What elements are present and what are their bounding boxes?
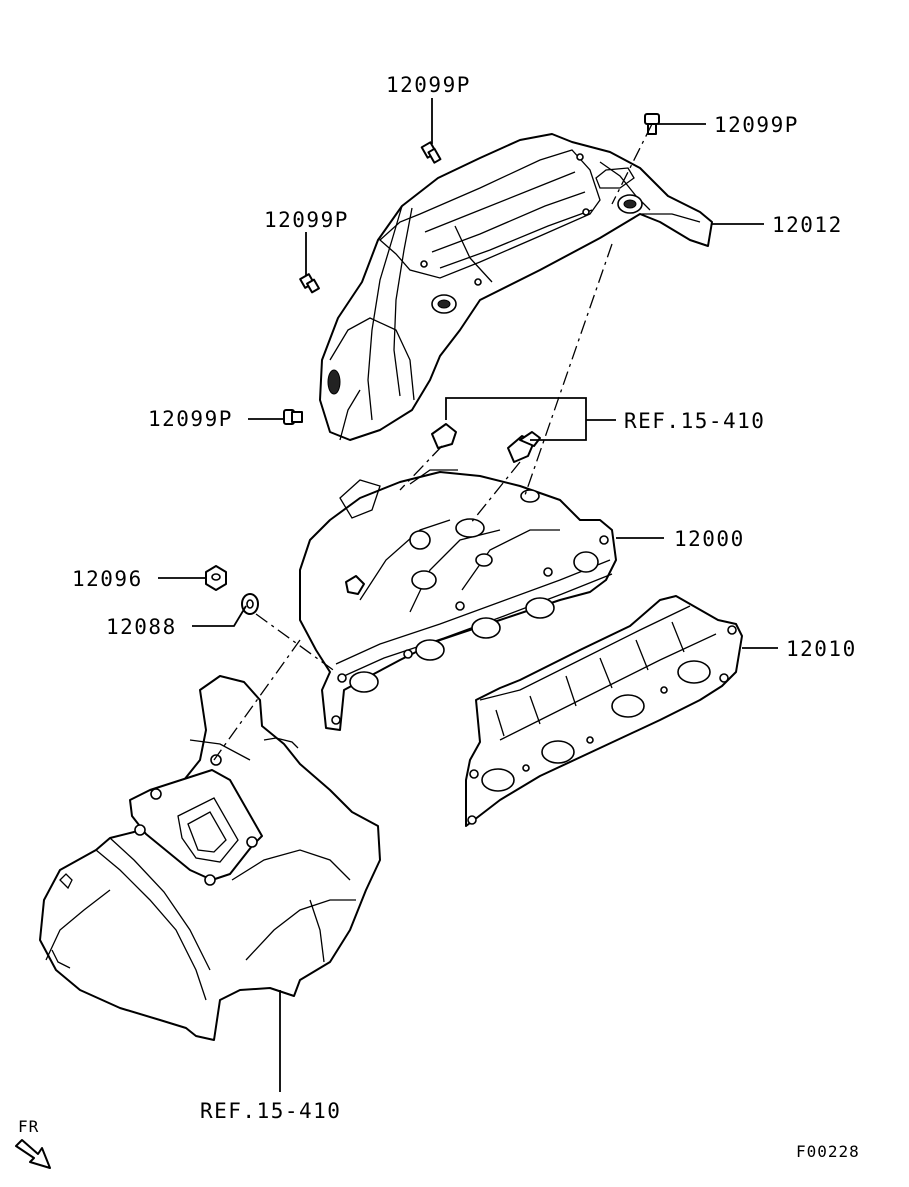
bolt-left-upper-icon[interactable] [299, 273, 320, 294]
nut-icon[interactable] [205, 565, 227, 591]
label-front-indicator: FR [18, 1117, 39, 1136]
front-arrow-icon [15, 1139, 51, 1169]
label-washer: 12088 [106, 615, 177, 639]
stud-right-icon[interactable] [507, 431, 541, 463]
exhaust-manifold-part[interactable] [299, 469, 617, 731]
label-bolt-left-upper: 12099P [264, 208, 349, 232]
label-figure-code: F00228 [796, 1142, 860, 1161]
label-heat-shield: 12012 [772, 213, 843, 237]
label-bolt-left-lower: 12099P [148, 407, 233, 431]
label-gasket: 12010 [786, 637, 857, 661]
stud-left-icon[interactable] [431, 423, 457, 449]
label-ref-lower: REF.15-410 [200, 1099, 341, 1123]
washer-icon[interactable] [241, 593, 259, 615]
bolt-left-lower-icon[interactable] [283, 409, 303, 425]
label-nut: 12096 [72, 567, 143, 591]
label-bolt-top-right: 12099P [714, 113, 799, 137]
heat-shield-part[interactable] [319, 133, 713, 441]
label-exhaust-manifold: 12000 [674, 527, 745, 551]
label-bolt-top: 12099P [386, 73, 471, 97]
label-ref-upper: REF.15-410 [624, 409, 765, 433]
turbocharger-part[interactable] [39, 675, 381, 1041]
alignment-lines [213, 123, 653, 761]
gasket-part[interactable] [465, 595, 743, 827]
leader-lines [158, 98, 778, 1092]
bolt-top-icon[interactable] [420, 141, 442, 164]
